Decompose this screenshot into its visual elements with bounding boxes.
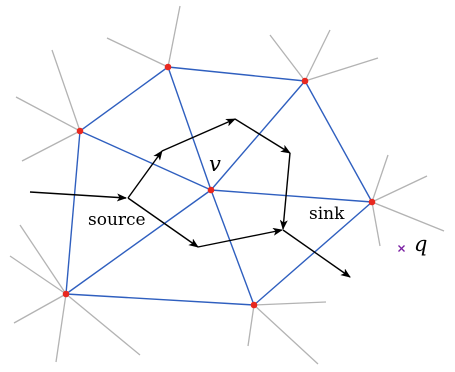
outer-rays xyxy=(9,5,445,365)
arrow-top-2 xyxy=(234,118,291,154)
vertex xyxy=(301,77,309,85)
vertex xyxy=(250,301,258,309)
query-point-marker xyxy=(398,245,405,252)
arrow-source-down xyxy=(127,197,199,248)
flow-arrows xyxy=(29,118,351,278)
arrow-into-source xyxy=(29,191,127,202)
arrow-top-1 xyxy=(161,118,236,152)
arrow-top-3 xyxy=(279,152,291,230)
vertices xyxy=(62,63,376,309)
label-q: q xyxy=(414,232,427,256)
vertex xyxy=(62,290,70,298)
label-sink: sink xyxy=(309,204,345,224)
vertex-v xyxy=(207,186,215,194)
vertex xyxy=(368,198,376,206)
arrow-to-sink xyxy=(282,229,351,278)
arrow-bottom-1 xyxy=(197,227,283,248)
vertex xyxy=(76,127,84,135)
arrow-source-up xyxy=(127,150,163,199)
label-v: v xyxy=(209,152,221,176)
vertex xyxy=(164,63,172,71)
triangulation-edges xyxy=(65,66,373,306)
label-source: source xyxy=(88,210,146,230)
